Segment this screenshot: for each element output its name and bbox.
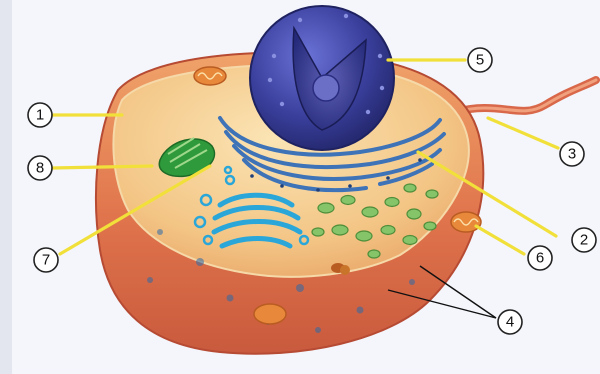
svg-text:1: 1 — [36, 107, 44, 124]
lysosome — [340, 265, 350, 275]
svg-text:5: 5 — [476, 52, 484, 69]
callout-1: 1 — [28, 103, 52, 127]
callout-2: 2 — [572, 228, 596, 252]
callout-8: 8 — [28, 156, 52, 180]
mitochondrion-right — [451, 212, 481, 232]
svg-text:2: 2 — [580, 232, 588, 249]
mitochondrion-lower — [254, 304, 286, 324]
mitochondrion-top — [194, 67, 226, 85]
svg-text:3: 3 — [568, 146, 576, 163]
svg-text:7: 7 — [42, 252, 50, 269]
svg-text:8: 8 — [36, 160, 44, 177]
page-shadow-left — [0, 0, 12, 374]
nucleolus — [313, 75, 339, 101]
callout-5: 5 — [468, 48, 492, 72]
callout-6: 6 — [528, 246, 552, 270]
svg-text:4: 4 — [506, 314, 514, 331]
svg-text:6: 6 — [536, 250, 544, 267]
callout-3: 3 — [560, 142, 584, 166]
callout-4: 4 — [498, 310, 522, 334]
callout-7: 7 — [34, 248, 58, 272]
